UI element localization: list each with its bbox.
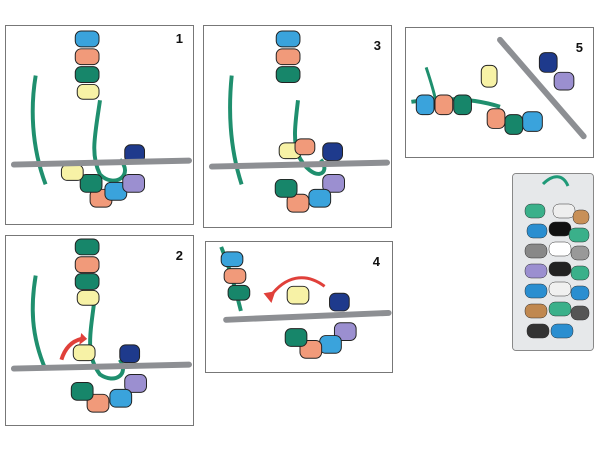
step-number: 2	[175, 248, 183, 263]
step-4-panel: 4	[205, 241, 393, 373]
step-4-illustration	[219, 246, 392, 359]
step-number: 4	[372, 254, 380, 269]
step-5-illustration	[411, 36, 587, 140]
step-3-illustration	[208, 30, 391, 213]
step-number: 1	[175, 31, 183, 46]
beaded-product-photo	[512, 173, 594, 351]
step-1-illustration	[10, 30, 193, 208]
step-5-panel: 5	[405, 27, 594, 158]
step-2-panel: 2	[5, 235, 194, 426]
step-2-illustration	[10, 238, 193, 413]
step-number: 5	[575, 40, 583, 55]
step-3-panel: 3	[203, 25, 392, 228]
bead-bag-image	[513, 174, 593, 350]
step-1-panel: 1	[5, 25, 194, 225]
step-number: 3	[373, 38, 381, 53]
